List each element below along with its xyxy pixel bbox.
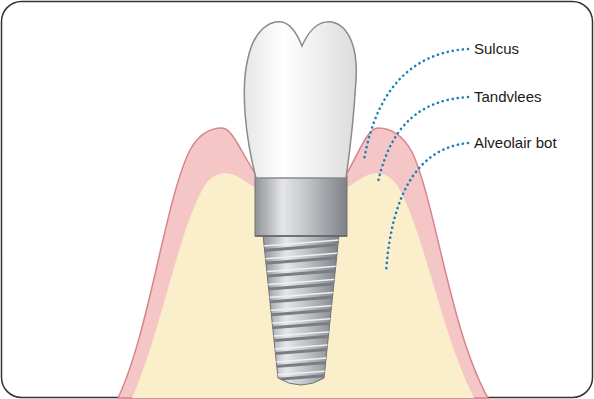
crown — [244, 22, 356, 178]
screw-thread-highlight — [250, 265, 352, 273]
leader-line — [364, 49, 468, 160]
screw-thread-highlight — [250, 317, 352, 325]
screw-thread-highlight — [250, 304, 352, 312]
leader-line — [378, 97, 468, 182]
screw-thread-highlight — [250, 369, 352, 377]
part-label: Sulcus — [474, 40, 519, 58]
screw-thread-highlight — [250, 343, 352, 351]
screw-thread-highlight — [250, 330, 352, 338]
screw-thread-highlight — [250, 252, 352, 260]
part-label: Tandvlees — [474, 88, 542, 106]
leader-line — [386, 143, 468, 272]
screw-thread-highlight — [250, 239, 352, 247]
abutment — [255, 176, 347, 236]
part-label: Alveolair bot — [474, 134, 557, 152]
alveolar-bone — [132, 173, 474, 398]
screw-thread-highlight — [250, 291, 352, 299]
screw-thread-highlight — [250, 278, 352, 286]
screw-thread-highlight — [250, 356, 352, 364]
